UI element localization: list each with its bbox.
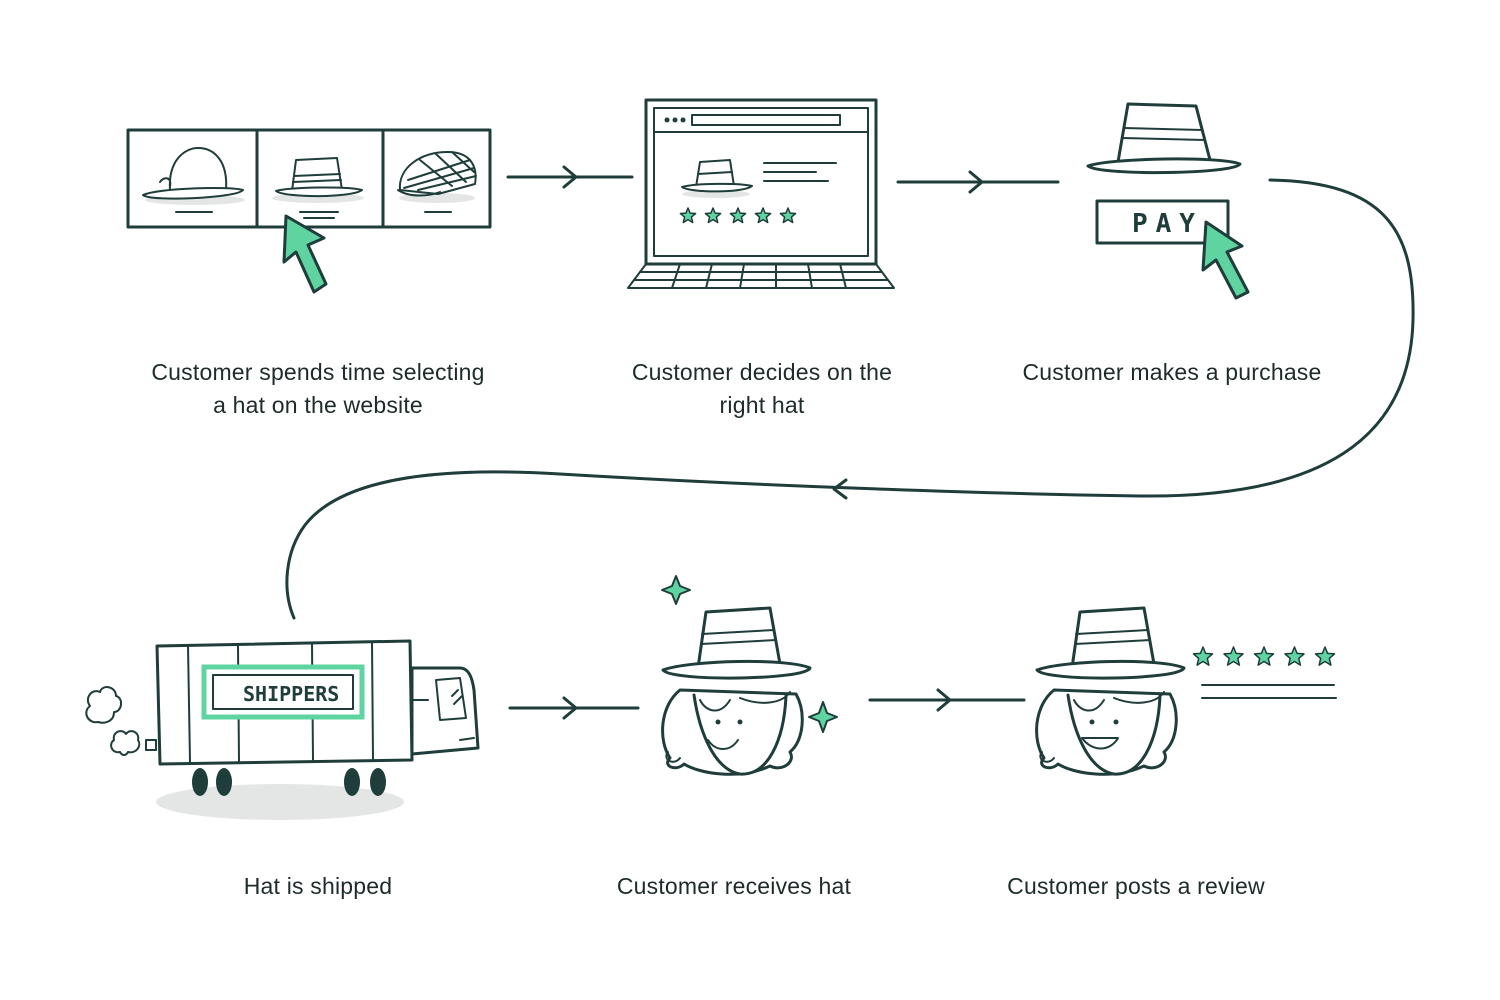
pay-button-label: PAY (1132, 209, 1203, 239)
sparkle-icon (661, 575, 691, 605)
step-3-caption-line-1: Customer makes a purchase (1022, 359, 1322, 385)
delivery-truck-icon: SHIPPERS (85, 639, 480, 820)
happy-customer-icon (661, 575, 838, 776)
connector-step2-to-step3 (896, 170, 1060, 194)
connector-step5-to-step6 (868, 688, 1026, 712)
step-2-caption-line-2: right hat (719, 392, 805, 418)
star-icon (779, 207, 797, 224)
step-6-caption-line-1: Customer posts a review (1007, 873, 1265, 899)
truck-sign-label: SHIPPERS (243, 682, 339, 706)
exhaust-cloud-icon (85, 686, 122, 724)
product-hat-icon (681, 159, 753, 198)
star-icon (754, 207, 772, 224)
bowler-hat-icon (142, 147, 245, 213)
exhaust-cloud-icon (110, 730, 141, 756)
step-5-caption: Customer receives hat (584, 870, 884, 903)
product-rating-stars (679, 207, 797, 224)
star-icon (1192, 646, 1214, 666)
star-icon (704, 207, 722, 224)
fedora-hat-icon (1035, 606, 1186, 680)
step-3-caption: Customer makes a purchase (1002, 356, 1342, 389)
sparkle-icon (808, 701, 838, 733)
flat-cap-icon (397, 151, 477, 213)
connector-step3-to-step4 (285, 178, 1415, 620)
pay-button-icon: PAY (1086, 102, 1250, 300)
step-1-caption: Customer spends time selecting a hat on … (118, 356, 518, 422)
step-4-caption-line-1: Hat is shipped (243, 873, 393, 899)
step-4-caption: Hat is shipped (168, 870, 468, 903)
step-2-caption: Customer decides on the right hat (592, 356, 932, 422)
star-icon (729, 207, 747, 224)
review-rating-stars (1192, 646, 1336, 666)
star-icon (1223, 646, 1244, 666)
star-icon (679, 207, 697, 224)
connector-step1-to-step2 (506, 165, 634, 189)
fedora-hat-icon (272, 157, 364, 219)
star-icon (1253, 646, 1275, 666)
laptop-product-page-icon (627, 98, 895, 289)
step-1-caption-line-1: Customer spends time selecting (151, 359, 485, 385)
step-5-caption-line-1: Customer receives hat (616, 873, 852, 899)
mouse-cursor-icon (282, 214, 328, 294)
reviewing-customer-icon (1035, 606, 1337, 776)
step-6-caption: Customer posts a review (976, 870, 1296, 903)
connector-step4-to-step5 (508, 696, 640, 720)
step-1-caption-line-2: a hat on the website (213, 392, 423, 418)
star-icon (1284, 646, 1305, 666)
fedora-hat-icon (661, 606, 812, 680)
hat-catalog-icon (126, 128, 492, 294)
star-icon (1314, 646, 1336, 666)
mouse-cursor-icon (1201, 220, 1250, 300)
step-2-caption-line-1: Customer decides on the (631, 359, 893, 385)
